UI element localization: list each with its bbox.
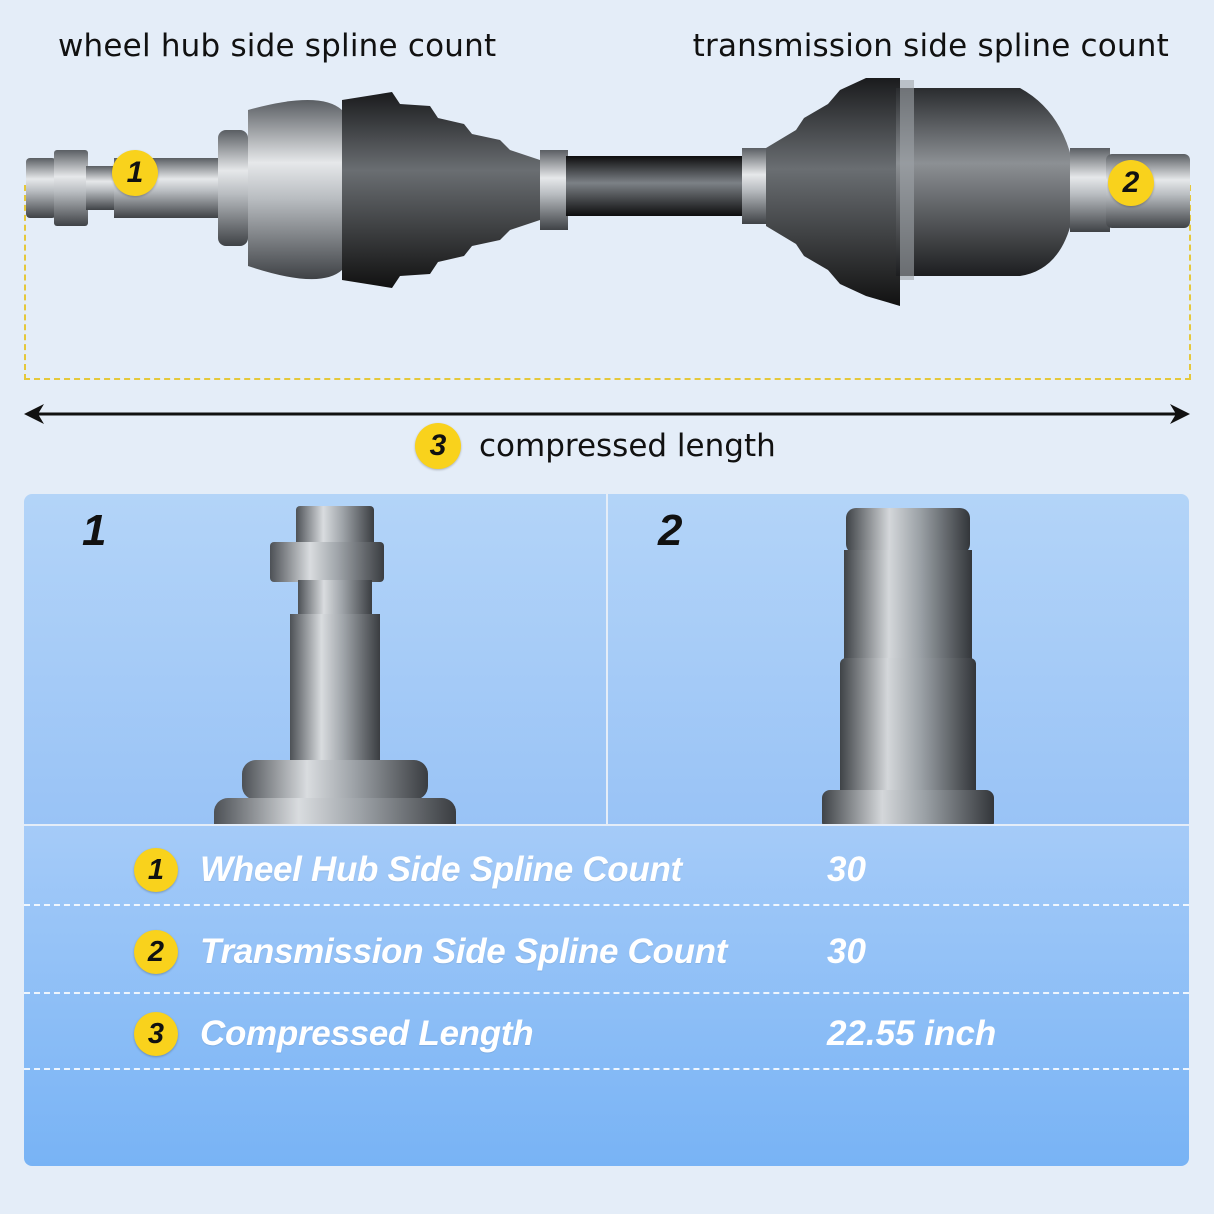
spec-row: 2 Transmission Side Spline Count 30 — [24, 908, 1189, 988]
length-dimension-arrow — [24, 404, 1190, 424]
transmission-marker-badge: 2 — [1108, 160, 1154, 206]
wheel-hub-side-label: wheel hub side spline count — [58, 28, 497, 64]
spec-name: Transmission Side Spline Count — [200, 932, 728, 971]
spec-index-badge: 2 — [134, 930, 178, 974]
transmission-detail-panel: 2 — [608, 494, 1189, 824]
spec-row: 1 Wheel Hub Side Spline Count 30 — [24, 826, 1189, 906]
spec-name: Wheel Hub Side Spline Count — [200, 850, 682, 889]
compressed-length-label: compressed length — [479, 428, 776, 464]
wheel-hub-marker-badge: 1 — [112, 150, 158, 196]
spec-index-badge: 3 — [134, 1012, 178, 1056]
wheel-hub-spline-image — [214, 506, 456, 824]
spec-value: 22.55 inch — [827, 1014, 997, 1053]
spec-row: 3 Compressed Length 22.55 inch — [24, 990, 1189, 1070]
row-divider — [24, 1068, 1189, 1070]
panel-number-1: 1 — [82, 506, 107, 555]
row-divider — [24, 904, 1189, 906]
spec-value: 30 — [827, 932, 866, 971]
transmission-spline-image — [822, 508, 994, 824]
row-divider — [24, 992, 1189, 994]
cv-axle-image — [26, 78, 1190, 306]
spec-table: 1 Wheel Hub Side Spline Count 30 2 Trans… — [24, 826, 1189, 1166]
length-outline — [24, 185, 1191, 380]
wheel-hub-detail-panel: 1 — [24, 494, 606, 824]
spec-name: Compressed Length — [200, 1014, 534, 1053]
panel-number-2: 2 — [658, 506, 683, 555]
spec-value: 30 — [827, 850, 866, 889]
compressed-length-badge: 3 — [415, 423, 461, 469]
transmission-side-label: transmission side spline count — [692, 28, 1169, 64]
spec-index-badge: 1 — [134, 848, 178, 892]
